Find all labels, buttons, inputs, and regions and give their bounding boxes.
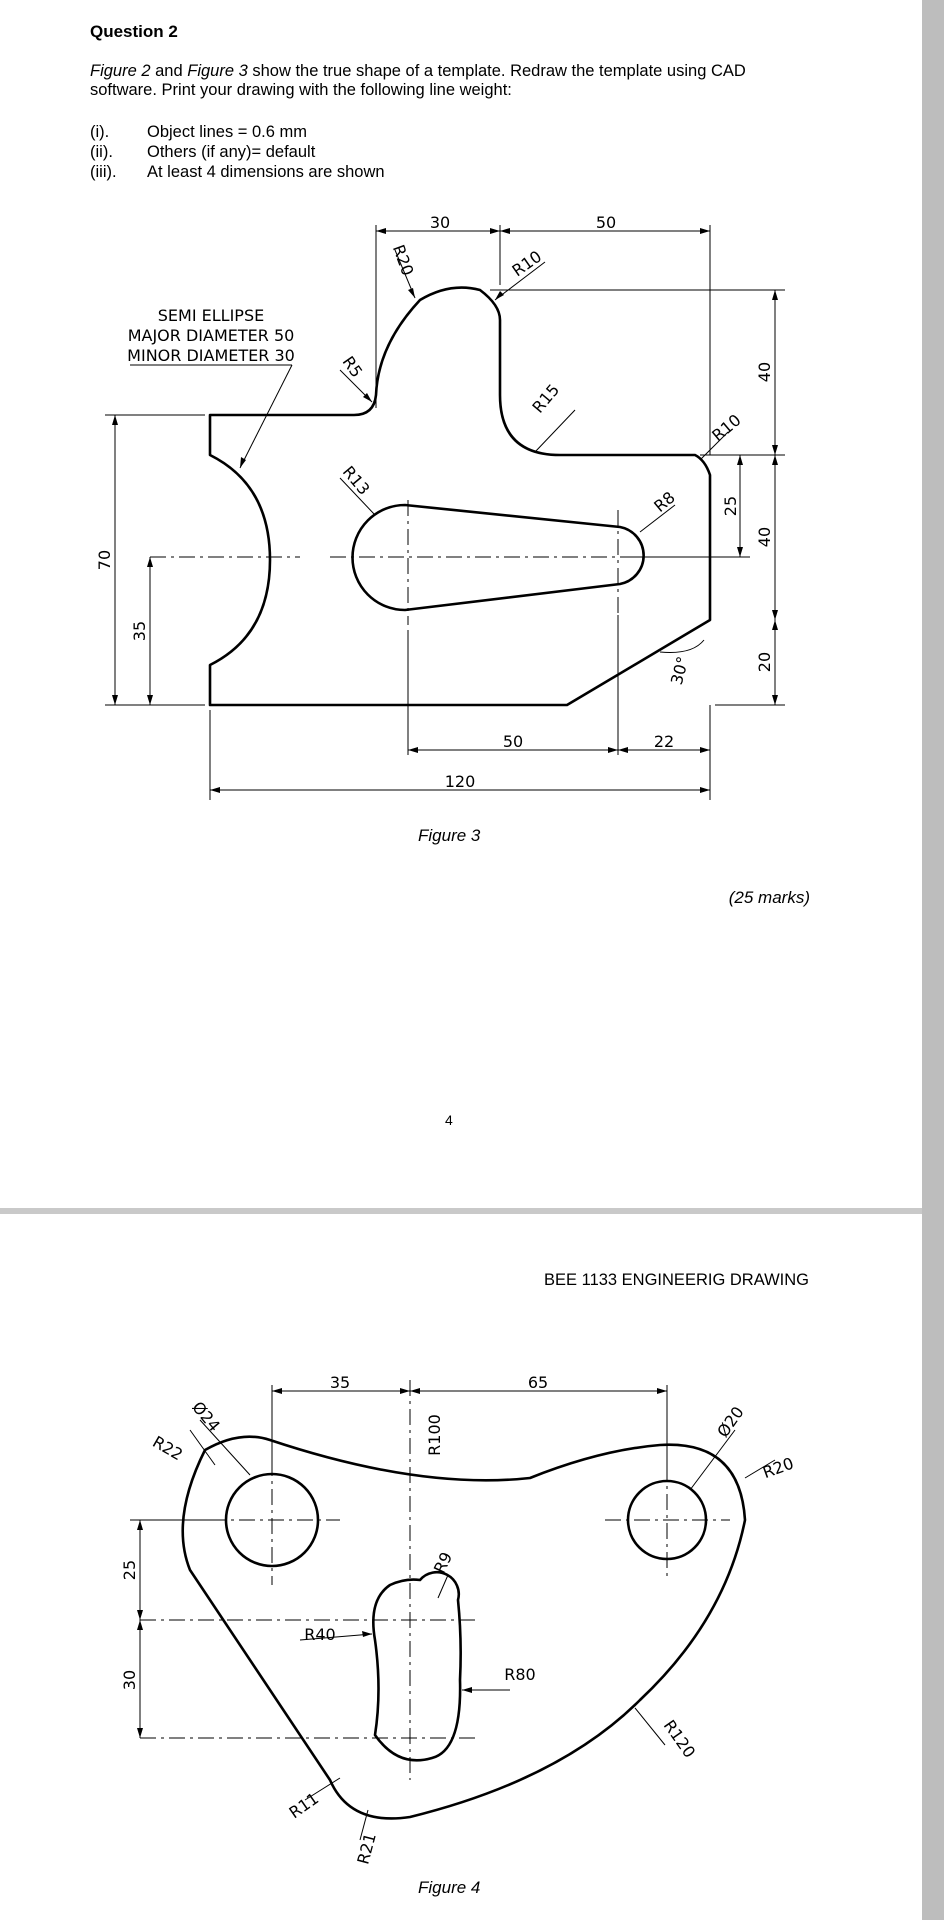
label-dia-20: Ø20 <box>713 1403 747 1441</box>
radius-r13: R13 <box>339 462 374 498</box>
radius-r8: R8 <box>650 488 679 516</box>
dim-50-bottom: 50 <box>503 732 523 751</box>
figure-4-dimension-lines <box>130 1385 776 1841</box>
page-number: 4 <box>445 1112 453 1128</box>
figure-3-note-line-2: MAJOR DIAMETER 50 <box>128 326 295 345</box>
dim-25: 25 <box>120 1560 139 1580</box>
figure-4-arrowheads <box>137 1388 667 1738</box>
dim-40-lower: 40 <box>755 527 774 547</box>
document-page-4: Question 2 Figure 2 and Figure 3 show th… <box>0 0 922 1208</box>
radius-r5: R5 <box>339 353 367 381</box>
requirement-text: At least 4 dimensions are shown <box>147 163 385 181</box>
dim-120: 120 <box>445 772 476 791</box>
figure-4-centerlines <box>140 1380 730 1780</box>
requirement-number: (iii). <box>90 163 117 181</box>
dim-25: 25 <box>721 496 740 516</box>
label-r120: R120 <box>660 1716 699 1761</box>
dim-65: 65 <box>528 1373 548 1392</box>
dim-angle-30: 30° <box>667 654 693 686</box>
label-r21: R21 <box>353 1831 380 1866</box>
label-r80: R80 <box>504 1665 535 1684</box>
label-r100: R100 <box>425 1414 444 1456</box>
dim-30: 30 <box>120 1670 139 1690</box>
radius-r20: R20 <box>389 242 418 278</box>
requirement-number: (i). <box>90 123 110 141</box>
radius-r10-right: R10 <box>708 410 744 445</box>
label-r20: R20 <box>760 1454 796 1483</box>
requirement-item: (ii). Others (if any)= default <box>90 143 315 162</box>
dim-20: 20 <box>755 652 774 672</box>
course-header: BEE 1133 ENGINEERIG DRAWING <box>544 1271 809 1289</box>
figure-3-centerlines <box>150 500 665 625</box>
radius-r15: R15 <box>528 380 563 416</box>
requirement-number: (ii). <box>90 143 113 161</box>
dim-40-upper: 40 <box>755 362 774 382</box>
scrollbar-track[interactable] <box>922 0 944 1920</box>
figure-3-caption: Figure 3 <box>418 826 481 845</box>
label-r40: R40 <box>304 1625 335 1644</box>
figure-4-drawing: 35 65 25 30 Ø24 R22 R100 Ø20 R20 R9 R40 … <box>120 1373 796 1866</box>
question-intro: Figure 2 and Figure 3 show the true shap… <box>90 62 810 100</box>
dim-50-top: 50 <box>596 213 616 232</box>
page-separator <box>0 1208 922 1214</box>
dim-22: 22 <box>654 732 674 751</box>
label-r11: R11 <box>286 1789 323 1823</box>
dim-70: 70 <box>95 550 114 570</box>
marks-label: (25 marks) <box>728 888 810 907</box>
intro-and: and <box>150 62 188 80</box>
label-r22: R22 <box>149 1432 186 1464</box>
dim-35: 35 <box>330 1373 350 1392</box>
intro-text: show the true shape of a template. Redra… <box>90 62 746 99</box>
curved-slot <box>372 1570 462 1762</box>
figure-4-outline <box>181 1435 747 1820</box>
dim-30-top: 30 <box>430 213 450 232</box>
figure-4-caption: Figure 4 <box>418 1878 481 1897</box>
figure-ref-2: Figure 2 <box>90 62 151 80</box>
label-dia-24: Ø24 <box>188 1398 224 1435</box>
requirement-item: (iii). At least 4 dimensions are shown <box>90 163 385 182</box>
figure-3-outline <box>208 286 712 707</box>
figure-3-dimension-lines <box>105 225 785 800</box>
slot-outline <box>351 503 645 612</box>
dim-35: 35 <box>130 621 149 641</box>
requirement-text: Others (if any)= default <box>147 143 316 161</box>
requirement-item: (i). Object lines = 0.6 mm <box>90 123 307 142</box>
figure-3-note-line-3: MINOR DIAMETER 30 <box>127 346 295 365</box>
figure-3-drawing: SEMI ELLIPSE MAJOR DIAMETER 50 MINOR DIA… <box>95 213 785 800</box>
figure-ref-3: Figure 3 <box>187 62 248 80</box>
requirement-text: Object lines = 0.6 mm <box>147 123 308 141</box>
document-page-5: BEE 1133 ENGINEERIG DRAWING <box>0 1214 922 1920</box>
figure-3-note-line-1: SEMI ELLIPSE <box>158 306 264 325</box>
figure-3-arrowheads <box>112 228 778 793</box>
question-heading: Question 2 <box>90 22 178 41</box>
